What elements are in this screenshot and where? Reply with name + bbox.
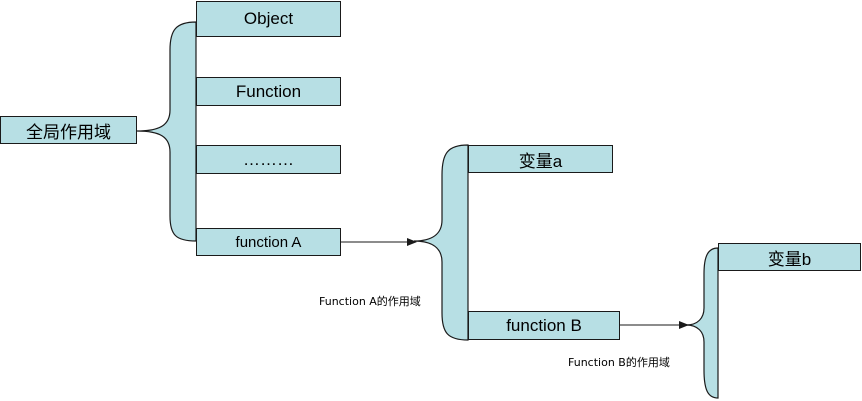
function-a-scope-brace: [413, 144, 469, 341]
scope-a-variable-a: 变量a: [468, 145, 613, 173]
member-function-a: function A: [196, 228, 341, 256]
global-scope-box: 全局作用域: [0, 116, 137, 144]
member-ellipsis: ………: [196, 145, 341, 174]
scope-b-variable-b: 变量b: [718, 243, 861, 271]
scope-a-function-b: function B: [468, 311, 620, 340]
function-b-scope-brace: [685, 247, 719, 399]
function-b-scope-caption: Function B的作用域: [568, 356, 670, 369]
function-a-scope-caption: Function A的作用域: [319, 295, 421, 308]
member-function: Function: [196, 77, 341, 106]
member-object: Object: [196, 1, 341, 37]
global-scope-brace: [136, 21, 197, 242]
